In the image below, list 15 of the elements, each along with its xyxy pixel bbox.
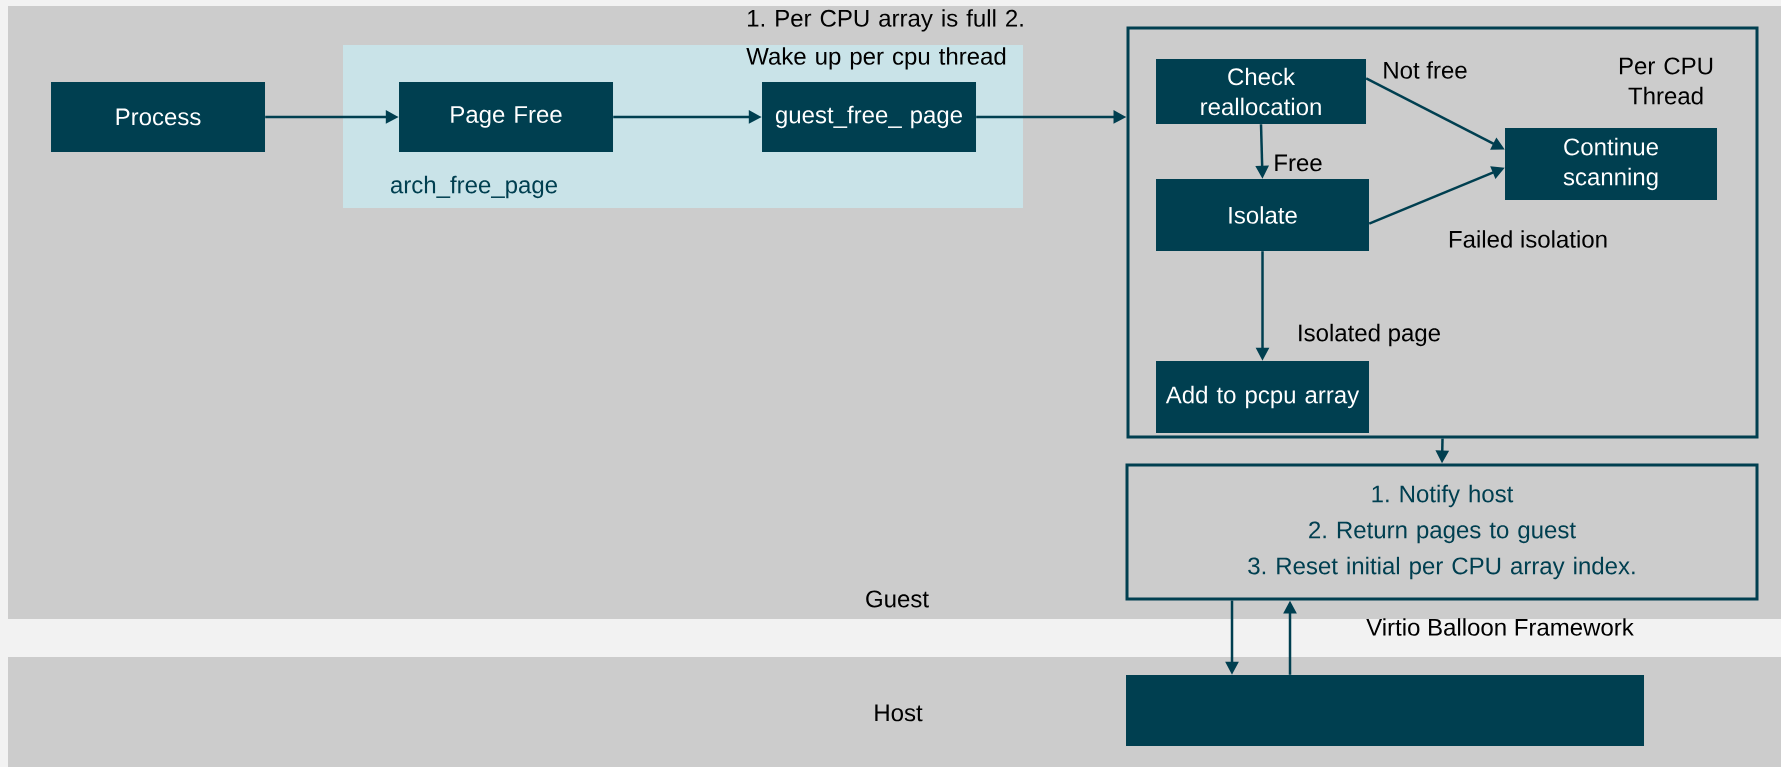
process-box: Process	[51, 82, 265, 152]
edge-label: Isolated page	[1299, 323, 1440, 347]
process-box	[1126, 675, 1644, 746]
edge-label: Virtio Balloon Framework	[1366, 618, 1634, 636]
step-list-box: 1. Notify host 2. Return pages to guest 3. Reset initial per CPU array index.	[1125, 463, 1759, 601]
process-box: guest_free_ page	[762, 82, 976, 152]
process-box: Check reallocation	[1156, 59, 1366, 124]
process-box: Isolate	[1156, 179, 1369, 251]
edge-label: 1. Per CPU array is full 2. Wake up per cpu thread	[746, 9, 1023, 70]
edge-label: Not free	[1384, 61, 1467, 79]
edge-label: Failed isolation	[1449, 230, 1607, 248]
process-box: Add to pcpu array	[1156, 361, 1369, 433]
process-box: Page Free	[399, 82, 613, 152]
edge-label: Free	[1275, 154, 1322, 172]
process-box: Continue scanning	[1505, 128, 1717, 200]
